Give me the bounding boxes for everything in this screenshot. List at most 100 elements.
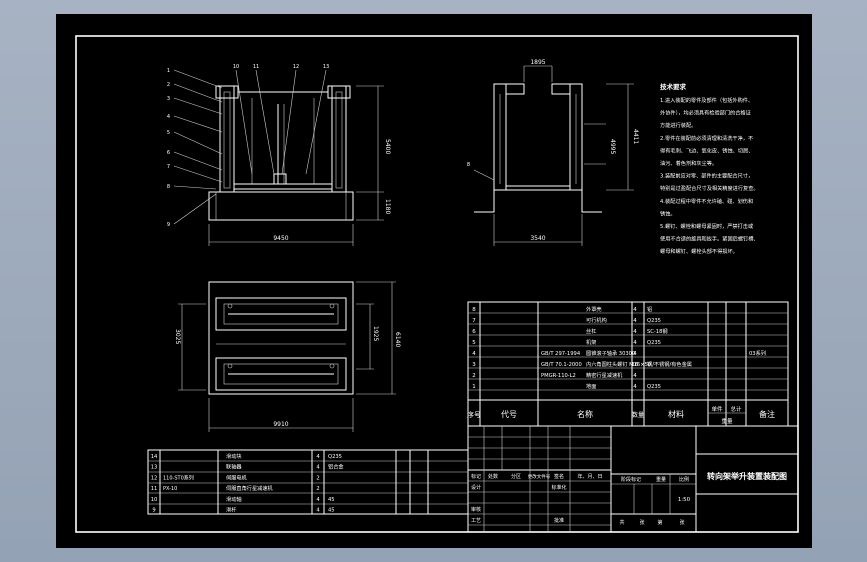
bom-right-name: 精密行星减速机 [586, 371, 623, 379]
balloon-front-5: 5 [167, 130, 170, 136]
notes-line: 得有毛刺、飞边、氧化皮、锈蚀、切屑、 [660, 146, 753, 154]
bom-right-name: 机架 [586, 338, 596, 346]
bom-right-qty: 4 [633, 384, 637, 390]
bom-right-qty: 4 [633, 351, 637, 357]
tb-sheet-1: 张 [639, 519, 644, 526]
dim-front-height: 5400 [384, 139, 391, 154]
dim-top-width: 9910 [273, 421, 288, 428]
front-view [173, 69, 384, 246]
balloon-front-6: 6 [167, 150, 170, 156]
dim-side-top: 1895 [530, 59, 545, 66]
bom-header-code: 代号 [501, 409, 517, 419]
tb-drawing-title: 转向架举升装置装配图 [707, 471, 787, 481]
bom-left-grid [147, 449, 469, 515]
bom-left-material: Q235 [328, 454, 342, 460]
tb-standardize: 标准化 [551, 484, 566, 491]
bom-left-name: 伺服直角行星减速机 [226, 484, 274, 492]
cad-drawing: 9450540011803540441118954995991030251925… [75, 35, 799, 533]
dim-front-base: 1180 [384, 199, 391, 214]
bom-right-no: 6 [472, 329, 476, 335]
bom-right-name: 内六角圆柱头螺钉 M16×50 [586, 360, 651, 368]
bom-right-qty: 4 [633, 329, 637, 335]
bom-right-name: 外罩壳 [586, 305, 602, 313]
bom-right-no: 5 [472, 340, 476, 346]
bom-left-qty: 4 [316, 454, 320, 460]
bom-right-qty: 4 [633, 307, 637, 313]
bom-right-name: 丝杠 [586, 327, 596, 335]
bom-right-code: PMGR-110-L2 [541, 373, 576, 379]
bom-left-no: 13 [151, 465, 158, 471]
dim-side-height: 4411 [632, 129, 639, 144]
bom-left-no: 12 [151, 475, 158, 481]
bom-right-material: 钢/不锈钢/有色金属 [647, 360, 692, 368]
balloon-front-12: 12 [293, 64, 299, 70]
bom-right-material: Q235 [647, 318, 661, 324]
tb-signature: 签名 [554, 473, 564, 480]
bom-left-no: 10 [151, 497, 158, 503]
bom-right-name: 圆锥滚子轴承 30300 [586, 349, 635, 357]
bom-right-no: 7 [472, 318, 476, 324]
bom-right-material: Q235 [647, 384, 661, 390]
bom-left-material: 铝合金 [328, 463, 344, 471]
tb-count: 处数 [488, 473, 498, 480]
bom-left-qty: 4 [316, 508, 320, 514]
bom-header-unit: 单件 [711, 405, 723, 413]
bom-right-qty: 16 [632, 362, 639, 368]
bom-left-name: 伺服电机 [226, 473, 248, 481]
bom-right-no: 2 [472, 373, 476, 379]
bom-right-name: 地面 [586, 382, 596, 390]
bom-header-note: 备注 [759, 409, 775, 419]
bom-left-name: 滑动轴 [226, 495, 242, 503]
dim-side-width: 3540 [530, 235, 545, 242]
balloon-front-9: 9 [167, 222, 170, 228]
bom-left-code: PX-10 [163, 486, 177, 492]
dim-top-right: 1925 [372, 326, 379, 341]
bom-right-material: 铝 [647, 305, 652, 313]
balloon-front-1: 1 [167, 68, 170, 74]
front-left-post [219, 85, 235, 193]
notes-line: 5.螺钉、螺栓和螺母紧固时，严禁打击或 [660, 222, 753, 230]
top-outline [208, 281, 354, 395]
bom-right-no: 3 [472, 362, 476, 368]
bom-left-no: 9 [152, 508, 155, 514]
notes-line: 使用不合适的旋具和扳手。紧固后螺钉槽、 [660, 235, 759, 243]
notes-title: 技术要求 [660, 82, 687, 91]
notes-line: 2.零件在装配前必须清理和清洗干净，不 [660, 134, 753, 142]
bom-left-qty: 4 [316, 497, 320, 503]
bom-right-no: 1 [472, 384, 476, 390]
balloon-front-8: 8 [167, 184, 170, 190]
tb-process: 工艺 [471, 518, 481, 524]
bom-left-material: 45 [328, 508, 335, 514]
bom-left-material: 45 [328, 497, 335, 503]
dim-side-inner: 4995 [609, 139, 616, 154]
side-base [474, 189, 602, 213]
bom-left-qty: 4 [316, 465, 320, 471]
side-view [473, 65, 634, 246]
tb-scale-value: 1:50 [678, 497, 691, 503]
notes-line: 1.进入装配的零件及部件（包括外购件、 [660, 96, 753, 104]
tb-stage-mark: 阶段标记 [621, 476, 641, 483]
bom-right-code: GB/T 70.1-2000 [541, 362, 582, 368]
drawing-border [75, 35, 799, 533]
tb-date: 年、月、日 [577, 473, 602, 480]
front-right-post [331, 85, 347, 193]
tb-design: 设计 [471, 484, 481, 491]
bom-right-note: 03系列 [749, 349, 766, 357]
notes-line: 4.装配过程中零件不允许磕、碰、划伤和 [660, 197, 753, 205]
tb-change-doc: 更改文件号 [528, 473, 551, 480]
bom-right-grid [467, 301, 789, 427]
notes-line: 外协件），均必须具有检验部门的合格证 [660, 109, 751, 117]
bom-left-name: 联轴器 [226, 463, 242, 471]
tb-zone: 分区 [511, 473, 521, 480]
tb-mark: 标记 [471, 473, 481, 480]
bom-left-no: 11 [151, 486, 158, 492]
bom-left-no: 14 [151, 454, 158, 460]
balloon-front-7: 7 [167, 164, 170, 170]
tb-sheet-2: 张 [679, 519, 684, 526]
tb-scale: 比例 [679, 476, 689, 483]
bom-header-total: 总计 [730, 405, 742, 413]
tb-review: 审核 [471, 506, 481, 513]
tb-sheets-total: 共 [619, 519, 624, 526]
